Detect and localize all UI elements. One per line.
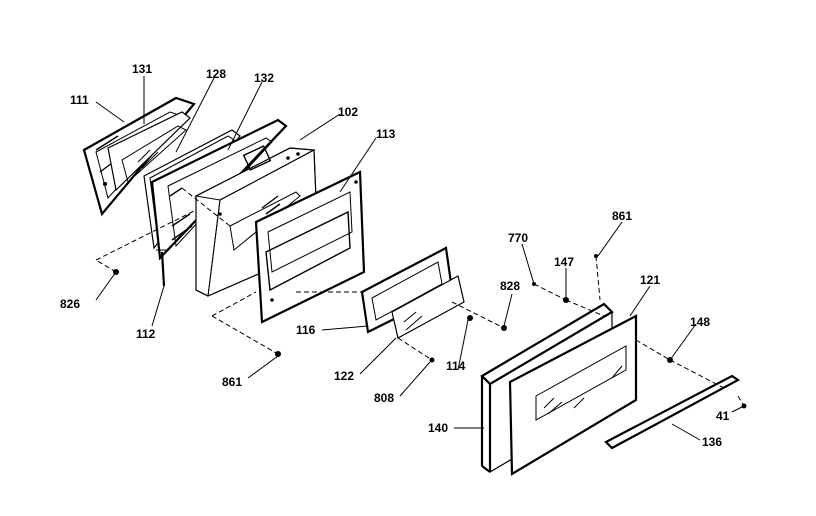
label-131: 131 (132, 62, 152, 76)
label-114: 114 (446, 359, 466, 373)
label-113: 113 (376, 127, 396, 141)
leader-lines (95, 76, 745, 441)
assembly-lines (95, 187, 745, 407)
fastener-114 (467, 315, 473, 321)
label-132: 132 (254, 71, 274, 85)
part-121-front-glass (508, 314, 638, 476)
label-826: 826 (60, 297, 80, 311)
label-140: 140 (428, 421, 448, 435)
label-121: 121 (640, 273, 660, 287)
label-41: 41 (716, 409, 730, 423)
label-102: 102 (338, 105, 358, 119)
label-122: 122 (334, 369, 354, 383)
label-147: 147 (554, 255, 574, 269)
part-112-bracket (156, 249, 166, 287)
label-128: 128 (206, 67, 226, 81)
part-labels: 111 131 128 132 102 113 826 112 116 122 … (60, 62, 730, 449)
label-861-left: 861 (222, 375, 242, 389)
part-131-glass (107, 111, 191, 192)
label-770: 770 (508, 231, 528, 245)
label-136: 136 (702, 435, 722, 449)
label-148: 148 (690, 315, 710, 329)
part-122-glass (391, 275, 465, 339)
part-136-trim-strip (604, 374, 741, 450)
label-111: 111 (70, 93, 89, 107)
label-112: 112 (136, 327, 156, 341)
label-861-right: 861 (612, 209, 632, 223)
label-116: 116 (296, 323, 316, 337)
label-828: 828 (500, 279, 520, 293)
label-808: 808 (374, 391, 394, 405)
part-113-inner-panel (254, 170, 366, 324)
